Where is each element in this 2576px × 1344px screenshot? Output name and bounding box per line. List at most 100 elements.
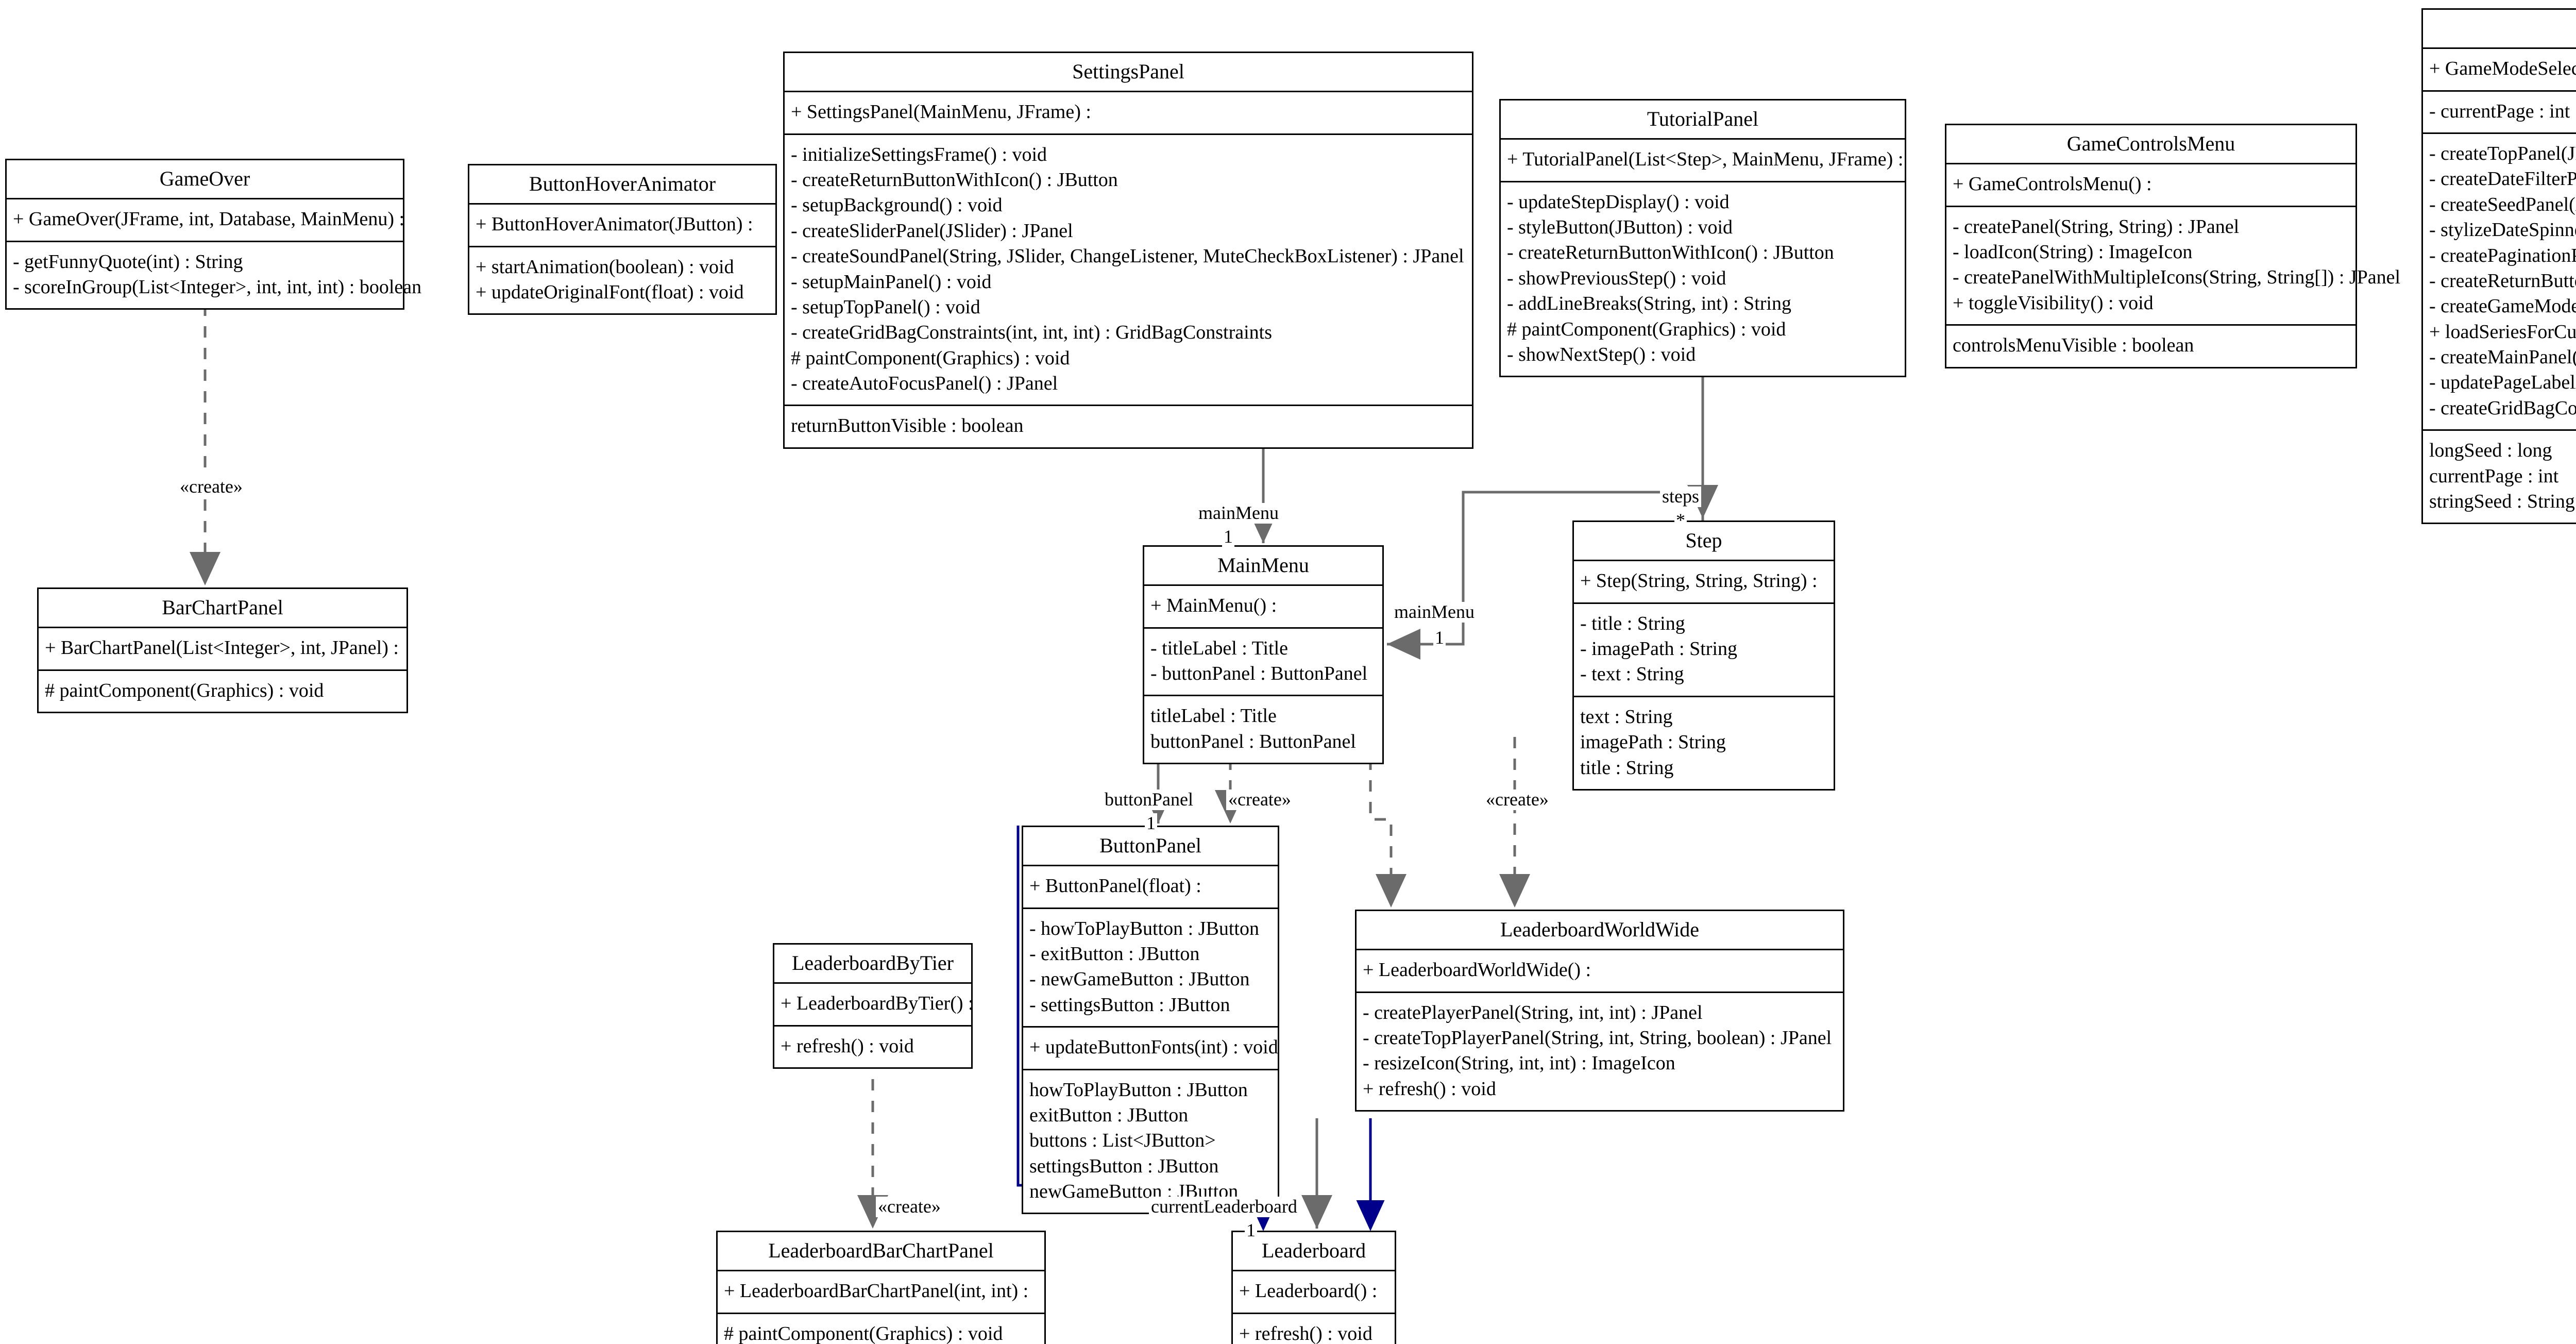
class-member: + ButtonPanel(float) :: [1029, 875, 1201, 897]
edge-label-lbl-mainmenu-top: mainMenu: [1196, 502, 1281, 524]
class-name: GameOver: [7, 160, 403, 200]
class-name: Leaderboard: [1233, 1232, 1395, 1272]
class-member: # paintComponent(Graphics) : void: [724, 1322, 1003, 1344]
edge-label-lbl-create-lbcp: «create»: [876, 1196, 943, 1217]
class-member: + LeaderboardWorldWide() :: [1363, 959, 1591, 981]
class-compartment: + BarChartPanel(List<Integer>, int, JPan…: [39, 628, 406, 671]
class-compartment: + TutorialPanel(List<Step>, MainMenu, JF…: [1501, 140, 1905, 182]
class-member: # paintComponent(Graphics) : void: [1507, 318, 1786, 340]
class-compartment: + updateButtonFonts(int) : void: [1023, 1028, 1278, 1070]
class-compartment: + Step(String, String, String) :: [1574, 561, 1834, 604]
class-member: - createGameModeButton(String, ActionLis…: [2429, 295, 2576, 317]
class-compartment: + GameOver(JFrame, int, Database, MainMe…: [7, 199, 404, 242]
uml-class-tutorialpanel[interactable]: TutorialPanel + TutorialPanel(List<Step>,…: [1499, 99, 1906, 378]
class-name: LeaderboardWorldWide: [1357, 911, 1843, 951]
uml-class-leaderboard[interactable]: Leaderboard+ Leaderboard() :+ refresh() …: [1231, 1231, 1396, 1344]
uml-class-leaderboardbarchartpanel[interactable]: LeaderboardBarChartPanel + LeaderboardBar…: [716, 1231, 1046, 1344]
uml-class-barchartpanel[interactable]: BarChartPanel + BarChartPanel(List<Intege…: [37, 587, 408, 713]
uml-class-settingspanel[interactable]: SettingsPanel+ SettingsPanel(MainMenu, J…: [783, 52, 1473, 449]
uml-class-gamecontrolsmenu[interactable]: GameControlsMenu + GameControlsMenu() : - …: [1945, 124, 2401, 368]
class-compartment: - initializeSettingsFrame() : void - crea…: [785, 135, 1472, 407]
class-member: - stylizeDateSpinner(JSpinner) : void: [2429, 219, 2576, 241]
class-member: - settingsButton : JButton: [1029, 994, 1230, 1016]
class-compartment: + refresh() : void: [1233, 1314, 1395, 1344]
uml-class-leaderboardworldwide[interactable]: LeaderboardWorldWide + LeaderboardWorldWi…: [1355, 910, 1844, 1112]
class-compartment: - getFunnyQuote(int) : String - scoreInGr…: [7, 242, 422, 309]
class-member: - createAutoFocusPanel() : JPanel: [791, 373, 1058, 395]
edge-label-lbl-currentleaderboard-mult: 1: [1245, 1220, 1257, 1241]
class-member: + BarChartPanel(List<Integer>, int, JPan…: [45, 637, 399, 659]
class-name: LeaderboardBarChartPanel: [718, 1232, 1044, 1272]
class-member: imagePath : String: [1580, 731, 1726, 753]
edge-label-lbl-create-gameover: «create»: [178, 476, 245, 497]
class-name: ButtonHoverAnimator: [469, 165, 775, 205]
class-member: - setupTopPanel() : void: [791, 296, 980, 318]
class-member: + GameModeSelectionPanel(ActionListener,…: [2429, 58, 2576, 80]
class-member: - createPanel(String, String) : JPanel: [1953, 215, 2240, 238]
class-member: text : String: [1580, 705, 1673, 728]
class-compartment: + startAnimation(boolean) : void+ update…: [469, 247, 775, 314]
class-member: # paintComponent(Graphics) : void: [45, 679, 324, 701]
uml-class-mainmenu[interactable]: MainMenu+ MainMenu() :- titleLabel : Tit…: [1143, 545, 1384, 765]
edge-label-lbl-steps: steps: [1660, 486, 1701, 507]
class-member: - titleLabel : Title: [1150, 637, 1289, 659]
class-member: buttons : List<JButton>: [1029, 1130, 1216, 1152]
class-compartment: - title : String- imagePath : String- te…: [1574, 604, 1834, 697]
edge-label-lbl-steps-mult: *: [1674, 510, 1687, 531]
uml-class-buttonpanel[interactable]: ButtonPanel+ ButtonPanel(float) :- howTo…: [1022, 826, 1279, 1215]
class-member: + refresh() : void: [1363, 1078, 1496, 1100]
class-member: - resizeIcon(String, int, int) : ImageIc…: [1363, 1052, 1675, 1074]
class-compartment: returnButtonVisible : boolean: [785, 406, 1472, 447]
class-member: + loadSeriesForCurrentPage() : void: [2429, 321, 2576, 343]
class-member: + LeaderboardByTier() :: [781, 993, 974, 1015]
class-compartment: # paintComponent(Graphics) : void: [39, 671, 406, 712]
class-member: - buttonPanel : ButtonPanel: [1150, 662, 1368, 684]
class-name: TutorialPanel: [1501, 100, 1905, 140]
class-member: + toggleVisibility() : void: [1953, 292, 2154, 314]
class-member: + TutorialPanel(List<Step>, MainMenu, JF…: [1507, 148, 1904, 171]
class-member: - createPlayerPanel(String, int, int) : …: [1363, 1001, 1703, 1023]
class-member: stringSeed : String: [2429, 491, 2575, 513]
class-member: - createPaginationPanel() : JPanel: [2429, 244, 2576, 266]
class-member: - setupBackground() : void: [791, 194, 1003, 216]
edge-label-lbl-buttonpanel-mult: 1: [1145, 813, 1157, 834]
class-member: controlsMenuVisible : boolean: [1953, 334, 2194, 357]
class-member: - scoreInGroup(List<Integer>, int, int, …: [13, 276, 422, 298]
uml-class-gameover[interactable]: GameOver+ GameOver(JFrame, int, Database…: [5, 159, 422, 310]
class-member: - showPreviousStep() : void: [1507, 267, 1726, 289]
uml-class-step[interactable]: Step+ Step(String, String, String) :- ti…: [1572, 520, 1835, 791]
uml-class-gamemodeselectionpanel[interactable]: GameModeSelectionPanel+ GameModeSelectio…: [2421, 8, 2576, 525]
class-name: SettingsPanel: [785, 53, 1472, 93]
class-member: - updatePageLabelAndButtons(int, int) : …: [2429, 372, 2576, 394]
class-member: - updateStepDisplay() : void: [1507, 191, 1730, 213]
class-member: currentPage : int: [2429, 465, 2559, 487]
class-compartment: + MainMenu() :: [1144, 586, 1382, 629]
class-compartment: + LeaderboardByTier() :: [774, 984, 974, 1027]
class-member: - setupMainPanel() : void: [791, 271, 992, 293]
class-member: + refresh() : void: [1239, 1322, 1372, 1344]
class-name: Step: [1574, 522, 1834, 562]
edge-label-lbl-mainmenu-right-mult: 1: [1433, 627, 1446, 648]
class-name: BarChartPanel: [39, 589, 406, 629]
class-member: - createMainPanel() : JPanel: [2429, 346, 2576, 368]
class-member: - currentPage : int: [2429, 100, 2570, 122]
uml-class-leaderboardbytier[interactable]: LeaderboardByTier+ LeaderboardByTier() :…: [773, 943, 974, 1069]
class-member: - initializeSettingsFrame() : void: [791, 143, 1047, 165]
uml-class-buttonhoveranimator[interactable]: ButtonHoverAnimator+ ButtonHoverAnimator…: [468, 164, 777, 315]
class-compartment: + refresh() : void: [774, 1027, 971, 1067]
edge-label-lbl-create-lww: «create»: [1484, 789, 1551, 810]
class-member: - getFunnyQuote(int) : String: [13, 250, 243, 273]
class-member: - createPanelWithMultipleIcons(String, S…: [1953, 266, 2401, 289]
class-compartment: - howToPlayButton : JButton- exitButton …: [1023, 909, 1278, 1028]
class-member: - createGridBagConstraints(int, int, int…: [2429, 397, 2576, 419]
class-member: + refresh() : void: [781, 1035, 914, 1057]
class-compartment: - updateStepDisplay() : void- styleButto…: [1501, 182, 1905, 376]
class-name: GameControlsMenu: [1946, 125, 2355, 165]
class-member: - createReturnButtonWithIcon() : JButton: [1507, 242, 1834, 264]
class-member: + GameControlsMenu() :: [1953, 173, 2152, 195]
class-member: + LeaderboardBarChartPanel(int, int) :: [724, 1280, 1029, 1302]
class-compartment: # paintComponent(Graphics) : void: [718, 1314, 1044, 1344]
class-member: - createReturnButtonWithIcon() : JButton: [791, 169, 1118, 191]
class-member: - createReturnButtonWithIcon(JFrame, Mai…: [2429, 270, 2576, 292]
